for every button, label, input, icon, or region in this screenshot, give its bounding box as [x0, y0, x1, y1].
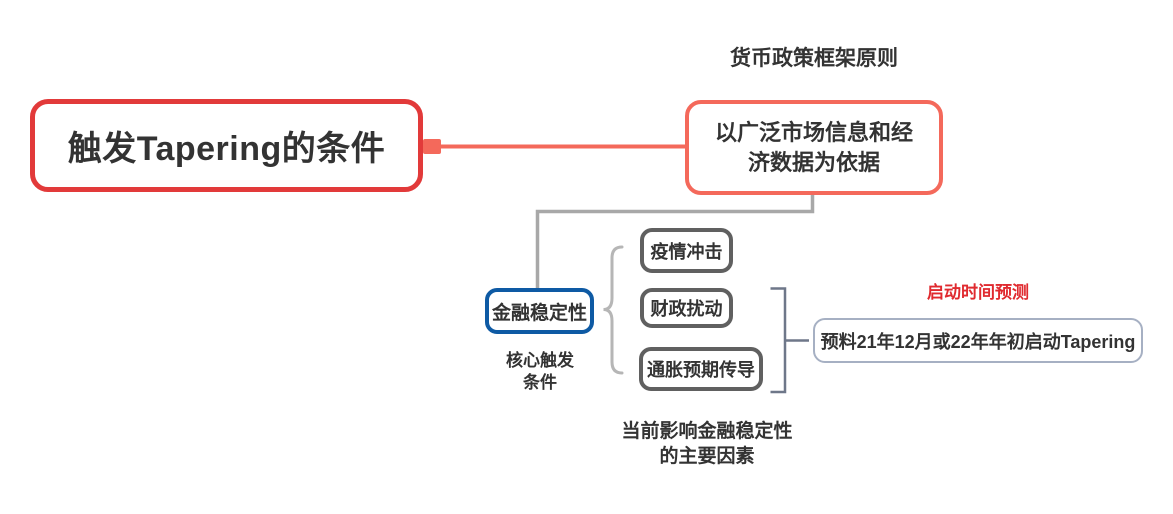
node-framework-principle[interactable]: 以广泛市场信息和经 济数据为依据	[685, 100, 943, 195]
timing-forecast-label: 预料21年12月或22年年初启动Tapering	[820, 331, 1136, 352]
root-topic-label: 触发Tapering的条件	[67, 130, 386, 168]
bracket-factors-to-timing	[770, 287, 809, 394]
node-factor-pandemic-shock[interactable]: 疫情冲击	[640, 228, 733, 273]
label-factors-caption: 当前影响金融稳定性 的主要因素	[621, 421, 793, 467]
factor-fiscal-label: 财政扰动	[650, 299, 723, 319]
framework-label-line2: 济数据为依据	[747, 149, 880, 175]
financial-stability-label: 金融稳定性	[491, 302, 587, 324]
label-timing-forecast-title: 启动时间预测	[927, 283, 1029, 302]
node-factor-inflation-expectation[interactable]: 通胀预期传导	[639, 347, 763, 391]
factor-pandemic-label: 疫情冲击	[650, 241, 723, 262]
connector-root-nub	[423, 139, 441, 154]
label-framework-title: 货币政策框架原则	[730, 47, 898, 70]
brace-stability-to-factors	[603, 245, 624, 375]
node-timing-forecast[interactable]: 预料21年12月或22年年初启动Tapering	[813, 318, 1143, 363]
framework-label-line1: 以广泛市场信息和经	[714, 119, 913, 145]
label-core-trigger-caption: 核心触发 条件	[506, 351, 574, 392]
node-root-topic[interactable]: 触发Tapering的条件	[30, 99, 423, 192]
connector-framework-to-stability	[535, 194, 815, 289]
node-financial-stability[interactable]: 金融稳定性	[485, 288, 594, 334]
node-factor-fiscal-disturbance[interactable]: 财政扰动	[640, 288, 733, 328]
factor-inflation-label: 通胀预期传导	[647, 360, 755, 380]
